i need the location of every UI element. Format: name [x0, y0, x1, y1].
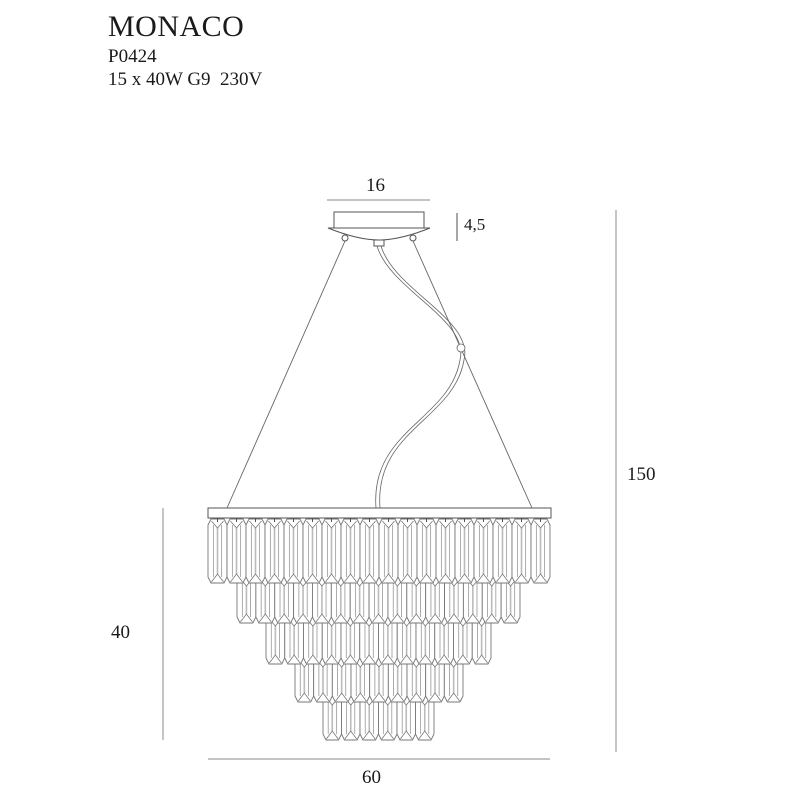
product-header: MONACO P0424 15 x 40W G9 230V — [108, 10, 263, 90]
product-code: P0424 — [108, 46, 157, 67]
dimension-lines — [162, 199, 617, 760]
total-height-label: 150 — [627, 464, 656, 485]
top-ring — [207, 507, 552, 519]
product-spec: 15 x 40W G9 230V — [108, 69, 263, 90]
crystal-tiers — [207, 518, 551, 741]
body-width-label: 60 — [362, 767, 381, 788]
body-height-label: 40 — [111, 622, 130, 643]
product-title: MONACO — [108, 10, 245, 43]
canopy — [327, 211, 431, 247]
canopy-width-label: 16 — [366, 175, 385, 196]
suspension-wires — [226, 240, 533, 509]
canopy-height-label: 4,5 — [464, 215, 486, 234]
power-cable — [375, 245, 466, 509]
